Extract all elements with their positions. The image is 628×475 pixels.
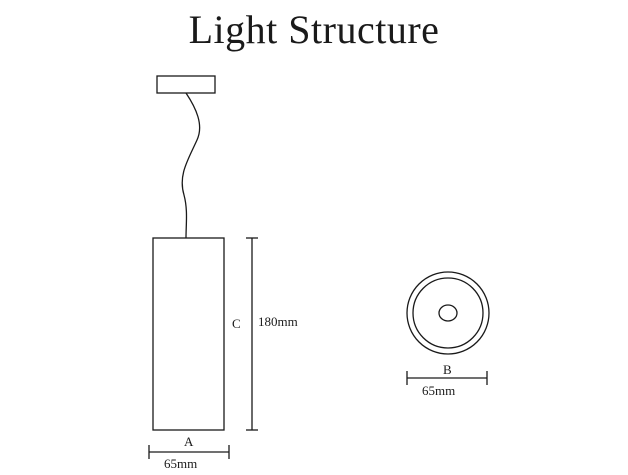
top-view-center-hole — [438, 304, 458, 322]
height-value: 180mm — [258, 314, 298, 329]
page-title: Light Structure — [188, 7, 440, 52]
width-label: A — [184, 434, 194, 449]
top-view-outer-ring — [406, 271, 490, 355]
diameter-value: 65mm — [422, 383, 455, 398]
diameter-label: B — [443, 362, 452, 377]
ceiling-canopy — [156, 75, 216, 94]
top-view-inner-ring — [412, 277, 484, 349]
lamp-body — [152, 237, 225, 431]
suspension-cable — [181, 92, 201, 239]
width-value: 65mm — [164, 456, 197, 471]
height-label: C — [232, 316, 241, 331]
